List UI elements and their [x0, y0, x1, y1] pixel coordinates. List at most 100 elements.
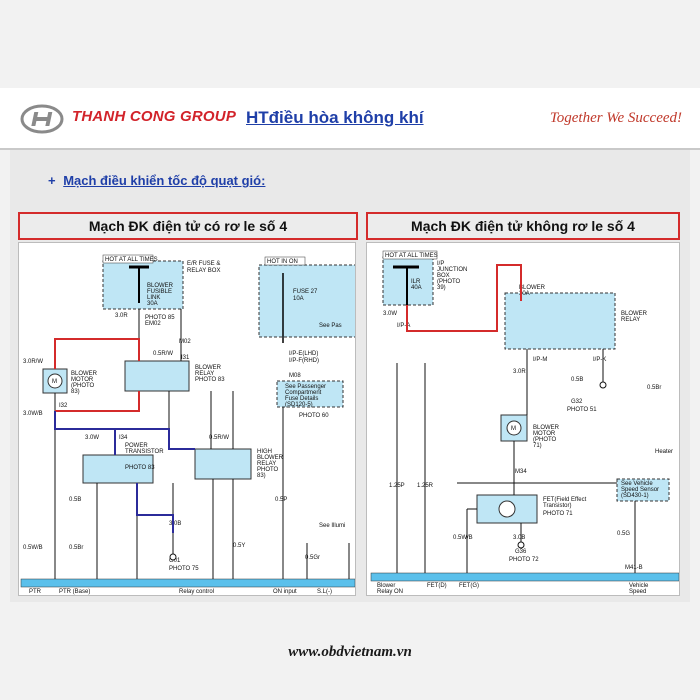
wire-3-0r-top: 3.0R — [115, 313, 128, 319]
label-link-amp: 30A — [147, 301, 158, 307]
wire-3-0rw: 3.0R/W — [23, 359, 43, 365]
label-relay-photo: PHOTO 83 — [195, 377, 225, 383]
label-photo: (PHOTO — [71, 383, 95, 389]
label-fuse-details: Fuse Details — [285, 396, 318, 402]
brand-name: THANH CONG GROUP — [72, 108, 237, 125]
wire-0-5g: 0.5G — [617, 531, 630, 537]
label-photo71b: 71) — [533, 443, 542, 449]
label-blower-motor-r: BLOWER — [533, 425, 560, 431]
label-photo39: (PHOTO — [437, 279, 461, 285]
label-blower-relay: BLOWER — [195, 365, 222, 371]
label-junction2: JUNCTION — [437, 267, 467, 273]
bottom-relay-on: Relay ON — [377, 589, 403, 595]
label-see-illum: See Illumi — [319, 523, 345, 529]
label-transistor: TRANSISTOR — [125, 449, 164, 455]
label-speed-sensor: Speed Sensor — [621, 487, 659, 493]
wire-0-5rw: 0.5R/W — [153, 351, 173, 357]
label-ilr: ILR — [411, 279, 421, 285]
label-ilr-amp: 40A — [411, 285, 422, 291]
conn-ip-m: I/P-M — [533, 357, 547, 363]
bottom-relay: Relay control — [179, 589, 214, 595]
label-hot-in-on: HOT IN ON — [267, 259, 298, 265]
label-blower-r: BLOWER — [519, 285, 546, 291]
page-title[interactable]: HTđiều hòa không khí — [246, 108, 424, 127]
label-fet-photo: PHOTO 71 — [543, 511, 573, 517]
bottom-speed: Speed — [629, 589, 646, 595]
label-passenger: See Passenger — [285, 384, 326, 390]
conn-m08: M08 — [289, 373, 301, 379]
bottom-on: ON input — [273, 589, 297, 595]
label-fuse27: FUSE 27 — [293, 289, 318, 295]
wire-3-0w: 3.0W — [85, 435, 99, 441]
panel-left-title: Mạch ĐK điện tử có rơ le số 4 — [18, 212, 358, 240]
hyundai-logo-icon — [20, 104, 64, 134]
label-high-relay: RELAY — [257, 461, 276, 467]
conn-ip-a: I/P-A — [397, 323, 410, 329]
wire-0-5gr: 0.5Gr — [305, 555, 320, 561]
label-high-photo: PHOTO — [257, 467, 279, 473]
label-see-vehicle: See Vehicle — [621, 481, 653, 487]
label-photo51: PHOTO 51 — [567, 407, 597, 413]
wire-0-5b-r: 0.5B — [571, 377, 583, 383]
label-fuse27-amp: 10A — [293, 296, 304, 302]
wire-3-0b-r: 3.0B — [513, 535, 525, 541]
red-path-2 — [55, 391, 140, 412]
label-see-pass: See Pas — [319, 323, 342, 329]
label-fusible: FUSIBLE — [147, 289, 172, 295]
conn-ip-k: I/P-K — [593, 357, 606, 363]
label-motor-r: MOTOR — [533, 431, 556, 437]
label-photo39b: 39) — [437, 285, 446, 291]
conn-ip-e: I/P-E(LHD) — [289, 351, 318, 357]
bottom-ptr-base: PTR (Base) — [59, 589, 90, 595]
conn-m34: M34 — [515, 469, 527, 475]
label-junction: I/P — [437, 261, 444, 267]
label-tr-photo: PHOTO 83 — [125, 465, 155, 471]
bottom-sl: S.L(-) — [317, 589, 332, 595]
svg-text:M: M — [511, 426, 516, 432]
left-diagram-svg: HOT AT ALL TIMES E/R FUSE & RELAY BOX BL… — [20, 254, 355, 595]
bottom-blower: Blower — [377, 583, 395, 589]
conn-m41: M41-B — [625, 565, 643, 571]
label-high: HIGH — [257, 449, 272, 455]
section-heading-text[interactable]: Mạch điều khiển tốc độ quạt gió: — [63, 173, 266, 188]
label-motor: MOTOR — [71, 377, 94, 383]
label-blower-amp: 30A — [519, 291, 530, 297]
bottom-fet-g: FET(G) — [459, 583, 479, 589]
wire-0-5p: 0.5P — [275, 497, 287, 503]
wire-0-5b: 0.5B — [69, 497, 81, 503]
label-photo75: PHOTO 75 — [169, 566, 199, 572]
bottom-vehicle: Vehicle — [629, 583, 649, 589]
label-compartment: Compartment — [285, 390, 322, 396]
conn-m02: M02 — [179, 339, 191, 345]
wire-3-0b: 3.0B — [169, 521, 181, 527]
conn-ip-f: I/P-F(RHD) — [289, 358, 319, 364]
label-junction3: BOX — [437, 273, 450, 279]
wire-0-5br: 0.5Br — [69, 545, 83, 551]
label-fet2: Transistor) — [543, 503, 571, 509]
label-photo72: PHOTO 72 — [509, 557, 539, 563]
conn-g01: G01 — [169, 558, 181, 564]
bullet-plus: + — [48, 173, 56, 188]
conn-i31: I31 — [181, 355, 190, 361]
footer-url[interactable]: www.obdvietnam.vn — [288, 644, 412, 660]
slogan: Together We Succeed! — [549, 110, 682, 126]
svg-text:M: M — [52, 379, 57, 385]
conn-i34: I34 — [119, 435, 128, 441]
conn-g32: G32 — [571, 399, 583, 405]
header-bar — [0, 88, 700, 150]
label-heater: Heater — [655, 449, 673, 455]
label-photo71: (PHOTO — [533, 437, 557, 443]
label-power: POWER — [125, 443, 148, 449]
wire-0-5y: 0.5Y — [233, 543, 245, 549]
section-heading: + Mạch điều khiển tốc độ quạt gió: — [48, 173, 265, 188]
label-link: LINK — [147, 295, 160, 301]
label-photo60: PHOTO 60 — [299, 413, 329, 419]
label-blower: BLOWER — [147, 283, 174, 289]
label-hot-all: HOT AT ALL TIMES — [105, 257, 158, 263]
label-er-fuse: E/R FUSE & — [187, 261, 220, 267]
wire-3-0wb: 3.0W/B — [23, 411, 43, 417]
label-relay-box: RELAY BOX — [187, 268, 220, 274]
label-fet: FET(Field Effect — [543, 497, 587, 503]
label-photo83: 83) — [71, 389, 80, 395]
red-path-r — [406, 264, 522, 332]
